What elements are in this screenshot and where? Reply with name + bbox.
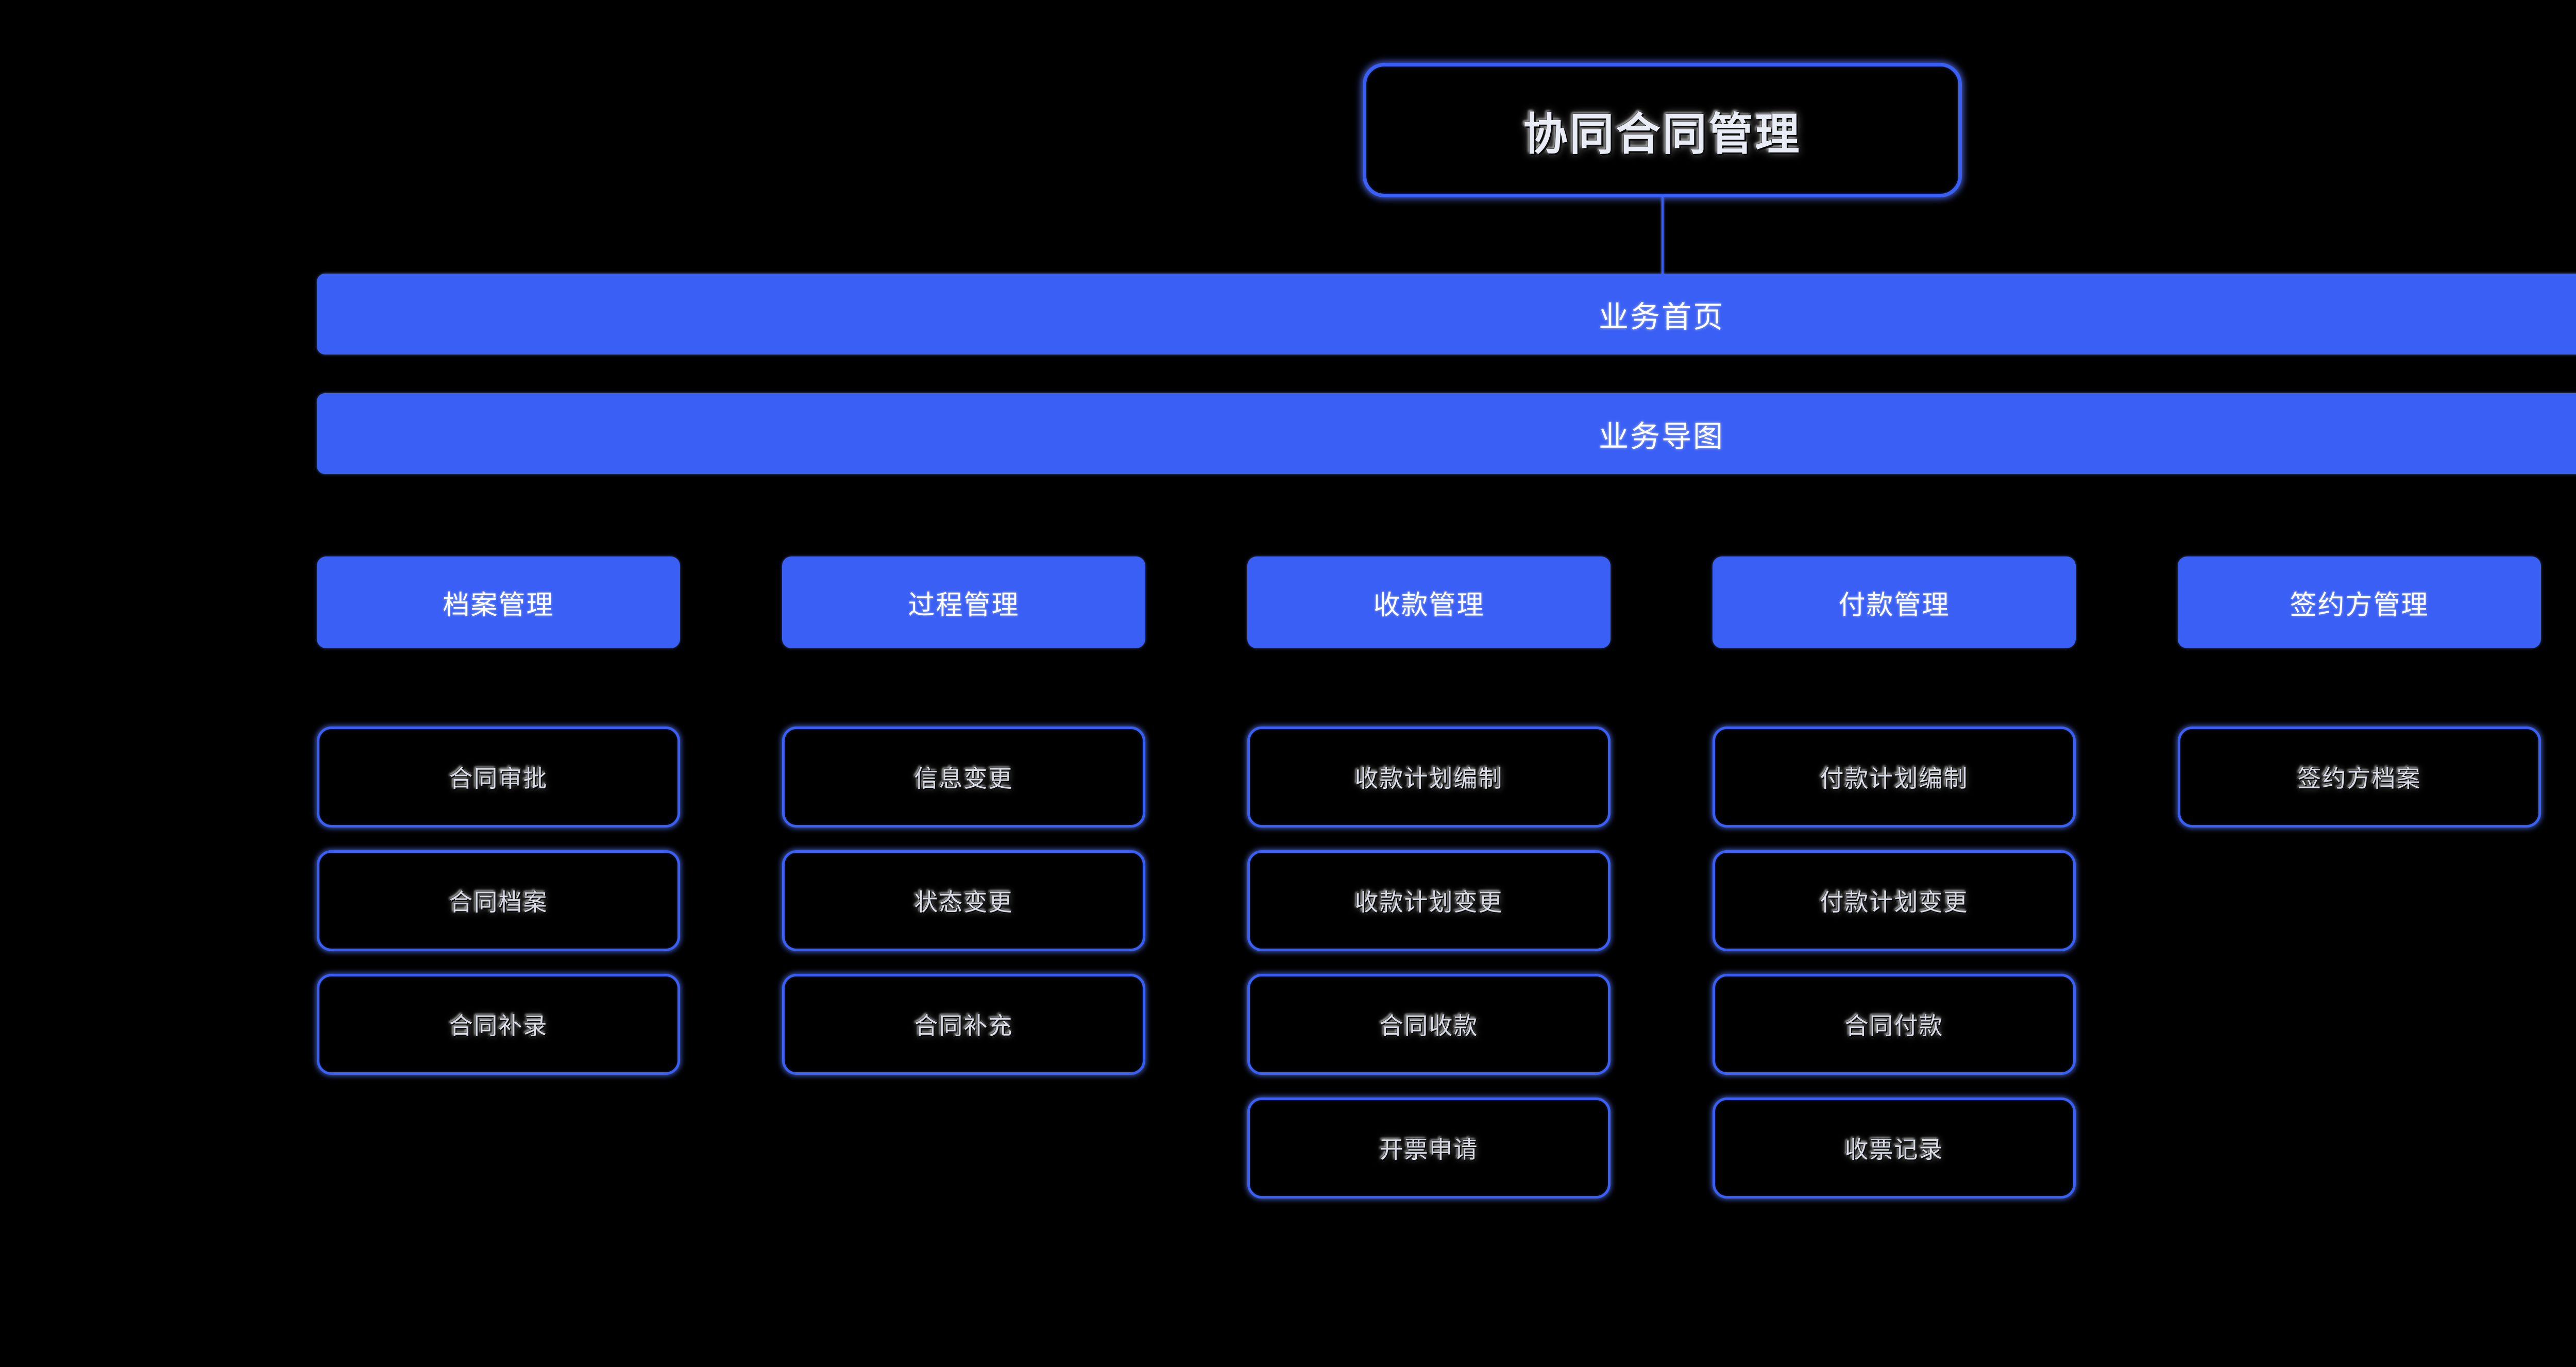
- leaf-node-label: 收款计划变更: [1354, 889, 1503, 916]
- category-button[interactable]: 付款管理: [1713, 556, 2076, 648]
- leaf-node[interactable]: 合同付款: [1713, 974, 2076, 1075]
- leaf-node[interactable]: 签约方档案: [2178, 727, 2541, 828]
- category-button[interactable]: 签约方管理: [2178, 556, 2541, 648]
- leaf-node-label: 状态变更: [914, 889, 1013, 916]
- category-label: 档案管理: [443, 590, 554, 620]
- leaf-list: 收款计划编制 收款计划变更 合同收款 开票申请: [1247, 727, 1611, 1221]
- root-connector-line: [1662, 197, 1664, 275]
- leaf-node[interactable]: 付款计划变更: [1713, 850, 2076, 951]
- leaf-node[interactable]: 收票记录: [1713, 1098, 2076, 1199]
- leaf-node[interactable]: 信息变更: [782, 727, 1145, 828]
- leaf-node-label: 信息变更: [914, 765, 1013, 792]
- category-columns: 档案管理 合同审批 合同档案 合同补录 过程管理 信息变更: [317, 556, 2576, 1329]
- leaf-node[interactable]: 合同补录: [317, 974, 680, 1075]
- leaf-node-label: 合同补充: [914, 1012, 1013, 1039]
- category-label: 过程管理: [908, 590, 1020, 620]
- leaf-node-label: 合同补录: [449, 1012, 548, 1039]
- leaf-node-label: 付款计划变更: [1820, 889, 1969, 916]
- category-label: 收款管理: [1373, 590, 1485, 620]
- category-label: 付款管理: [1838, 590, 1950, 620]
- leaf-list: 签约方档案: [2178, 727, 2541, 850]
- leaf-node[interactable]: 收款计划编制: [1247, 727, 1611, 828]
- leaf-node[interactable]: 合同审批: [317, 727, 680, 828]
- top-bar-business-map[interactable]: 业务导图: [317, 393, 2576, 474]
- leaf-node[interactable]: 付款计划编制: [1713, 727, 2076, 828]
- leaf-list: 合同审批 合同档案 合同补录: [317, 727, 680, 1098]
- top-bar-label: 业务首页: [1598, 300, 1724, 334]
- leaf-node-label: 合同收款: [1379, 1012, 1479, 1039]
- leaf-node[interactable]: 合同收款: [1247, 974, 1611, 1075]
- leaf-node-label: 合同档案: [449, 889, 548, 916]
- root-node-label: 协同合同管理: [1523, 110, 1802, 159]
- root-node[interactable]: 协同合同管理: [1363, 63, 1962, 197]
- leaf-node[interactable]: 合同补充: [782, 974, 1145, 1075]
- top-bar-label: 业务导图: [1598, 419, 1724, 453]
- leaf-node-label: 合同付款: [1844, 1012, 1944, 1039]
- leaf-node-label: 收款计划编制: [1354, 765, 1503, 792]
- leaf-node[interactable]: 状态变更: [782, 850, 1145, 951]
- category-button[interactable]: 档案管理: [317, 556, 680, 648]
- leaf-list: 信息变更 状态变更 合同补充: [782, 727, 1145, 1098]
- category-button[interactable]: 过程管理: [782, 556, 1145, 648]
- leaf-list: 付款计划编制 付款计划变更 合同付款 收票记录: [1713, 727, 2076, 1221]
- category-label: 签约方管理: [2290, 590, 2429, 620]
- leaf-node-label: 开票申请: [1379, 1136, 1479, 1163]
- leaf-node[interactable]: 合同档案: [317, 850, 680, 951]
- leaf-node-label: 付款计划编制: [1820, 765, 1969, 792]
- leaf-node-label: 合同审批: [449, 765, 548, 792]
- top-bar-business-home[interactable]: 业务首页: [317, 274, 2576, 355]
- leaf-node-label: 收票记录: [1844, 1136, 1944, 1163]
- leaf-node[interactable]: 收款计划变更: [1247, 850, 1611, 951]
- leaf-node[interactable]: 开票申请: [1247, 1098, 1611, 1199]
- leaf-node-label: 签约方档案: [2297, 765, 2421, 792]
- category-button[interactable]: 收款管理: [1247, 556, 1611, 648]
